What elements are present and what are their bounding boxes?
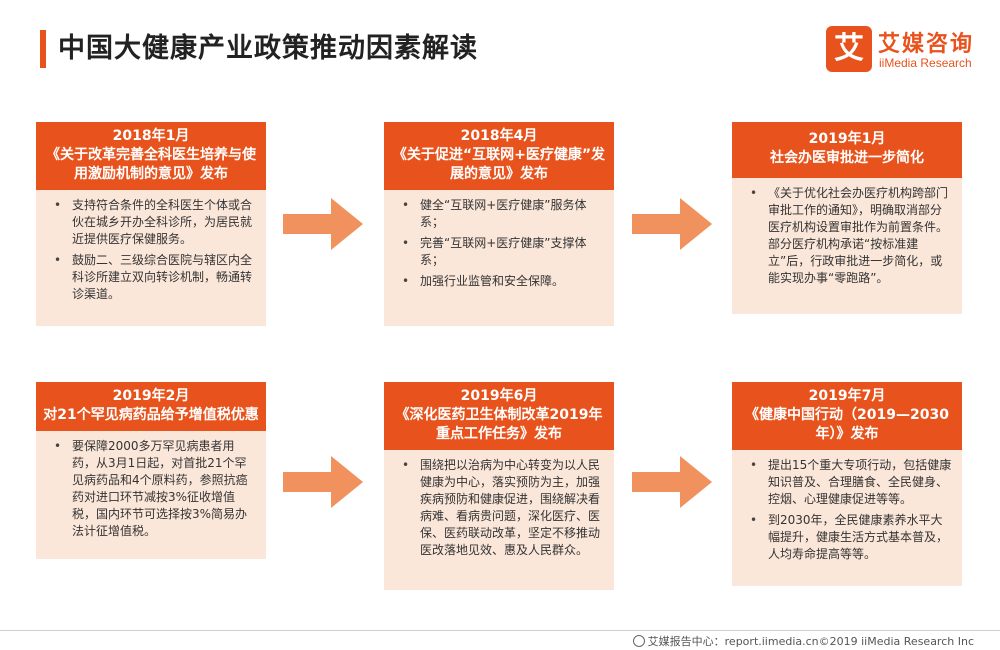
card-bullet: 加强行业监管和安全保障。 [394, 273, 604, 290]
card-date: 2019年6月 [460, 388, 538, 404]
card-bullet: 到2030年，全民健康素养水平大幅提升，健康生活方式基本普及，人均寿命提高等等。 [742, 512, 952, 563]
card-bullet: 完善“互联网+医疗健康”支撑体系； [394, 235, 604, 269]
card-title: 《深化医药卫生体制改革2019年重点工作任务》发布 [395, 407, 603, 442]
globe-icon [632, 635, 645, 647]
card-date: 2018年4月 [460, 128, 538, 144]
card-body: 支持符合条件的全科医生个体或合伙在城乡开办全科诊所，为居民就近提供医疗保健服务。… [36, 190, 266, 326]
card-bullet: 鼓励二、三级综合医院与辖区内全科诊所建立双向转诊机制，畅通转诊渠道。 [46, 252, 256, 303]
card-title: 对21个罕见病药品给予增值税优惠 [43, 407, 259, 423]
policy-card-2019-jul: 2019年7月 《健康中国行动（2019—2030年）》发布 提出15个重大专项… [732, 382, 962, 586]
card-body: 提出15个重大专项行动，包括健康知识普及、合理膳食、全民健身、控烟、心理健康促进… [732, 450, 962, 586]
footer-text: 艾媒报告中心：report.iimedia.cn©2019 iiMedia Re… [647, 635, 974, 648]
card-title: 《关于改革完善全科医生培养与使用激励机制的意见》发布 [46, 147, 256, 182]
card-bullet: 支持符合条件的全科医生个体或合伙在城乡开办全科诊所，为居民就近提供医疗保健服务。 [46, 197, 256, 248]
logo-chinese-name: 艾媒咨询 [878, 32, 975, 57]
page-title: 中国大健康产业政策推动因素解读 [58, 33, 478, 64]
card-title: 社会办医审批进一步简化 [770, 150, 924, 166]
card-header: 2019年2月 对21个罕见病药品给予增值税优惠 [36, 382, 266, 431]
card-header: 2018年4月 《关于促进“互联网+医疗健康”发展的意见》发布 [384, 122, 614, 190]
card-date: 2019年1月 [808, 131, 886, 147]
iimedia-logo: 艾 艾媒咨询 iiMedia Research [826, 22, 986, 78]
card-bullet: 提出15个重大专项行动，包括健康知识普及、合理膳食、全民健身、控烟、心理健康促进… [742, 457, 952, 508]
right-arrow-icon [283, 456, 363, 508]
card-header: 2019年6月 《深化医药卫生体制改革2019年重点工作任务》发布 [384, 382, 614, 450]
footer-divider [0, 630, 1000, 631]
title-accent-bar [40, 30, 46, 68]
policy-card-2019-feb: 2019年2月 对21个罕见病药品给予增值税优惠 要保障2000多万罕见病患者用… [36, 382, 266, 559]
right-arrow-icon [632, 456, 712, 508]
card-body: 要保障2000多万罕见病患者用药，从3月1日起，对首批21个罕见病药品和4个原料… [36, 431, 266, 559]
card-bullet: 《关于优化社会办医疗机构跨部门审批工作的通知》，明确取消部分医疗机构设置审批作为… [742, 185, 952, 287]
footer-source: 艾媒报告中心：report.iimedia.cn©2019 iiMedia Re… [632, 633, 974, 649]
right-arrow-icon [632, 198, 712, 250]
card-body: 《关于优化社会办医疗机构跨部门审批工作的通知》，明确取消部分医疗机构设置审批作为… [732, 178, 962, 314]
card-header: 2019年7月 《健康中国行动（2019—2030年）》发布 [732, 382, 962, 450]
card-title: 《关于促进“互联网+医疗健康”发展的意见》发布 [392, 147, 606, 182]
card-body: 围绕把以治病为中心转变为以人民健康为中心，落实预防为主，加强疾病预防和健康促进，… [384, 450, 614, 590]
policy-card-2018-apr: 2018年4月 《关于促进“互联网+医疗健康”发展的意见》发布 健全“互联网+医… [384, 122, 614, 326]
logo-mark: 艾 [826, 26, 872, 72]
card-date: 2018年1月 [112, 128, 190, 144]
policy-card-2019-jun: 2019年6月 《深化医药卫生体制改革2019年重点工作任务》发布 围绕把以治病… [384, 382, 614, 590]
policy-card-2018-jan: 2018年1月 《关于改革完善全科医生培养与使用激励机制的意见》发布 支持符合条… [36, 122, 266, 326]
card-header: 2018年1月 《关于改革完善全科医生培养与使用激励机制的意见》发布 [36, 122, 266, 190]
card-body: 健全“互联网+医疗健康”服务体系； 完善“互联网+医疗健康”支撑体系； 加强行业… [384, 190, 614, 326]
logo-english-name: iiMedia Research [879, 56, 972, 70]
card-title: 《健康中国行动（2019—2030年）》发布 [745, 407, 949, 442]
card-date: 2019年2月 [112, 388, 190, 404]
card-bullet: 要保障2000多万罕见病患者用药，从3月1日起，对首批21个罕见病药品和4个原料… [46, 438, 256, 540]
card-date: 2019年7月 [808, 388, 886, 404]
right-arrow-icon [283, 198, 363, 250]
card-bullet: 围绕把以治病为中心转变为以人民健康为中心，落实预防为主，加强疾病预防和健康促进，… [394, 457, 604, 559]
policy-card-2019-jan: 2019年1月 社会办医审批进一步简化 《关于优化社会办医疗机构跨部门审批工作的… [732, 122, 962, 314]
card-bullet: 健全“互联网+医疗健康”服务体系； [394, 197, 604, 231]
card-header: 2019年1月 社会办医审批进一步简化 [732, 122, 962, 178]
